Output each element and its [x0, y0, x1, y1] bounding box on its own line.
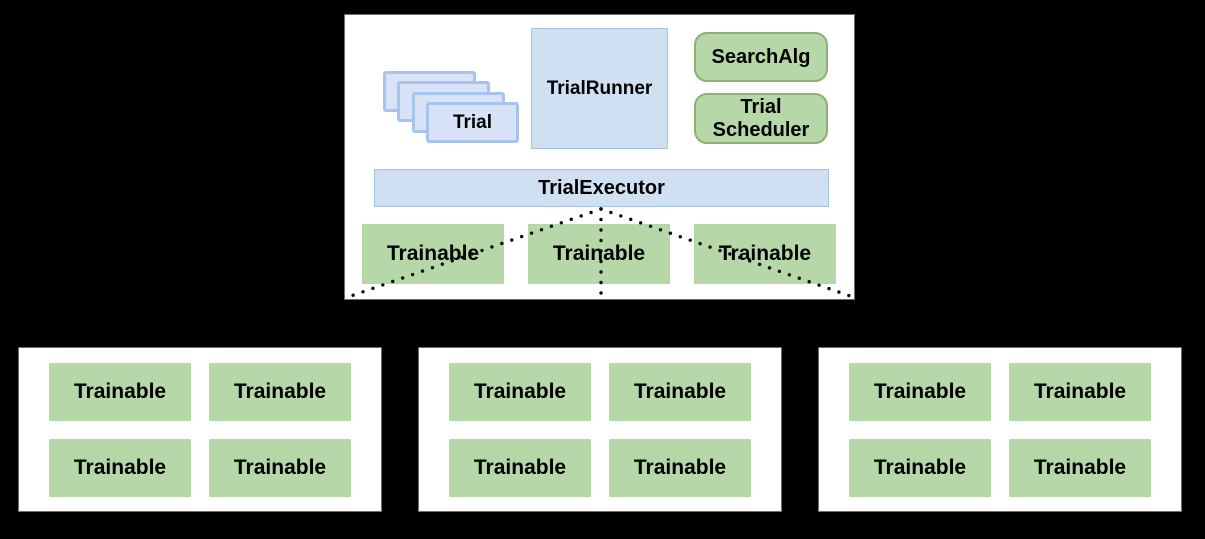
trainable-box: Trainable — [209, 363, 351, 421]
trainable-label: Trainable — [473, 380, 567, 403]
trial-scheduler-label: Trial Scheduler — [712, 95, 810, 141]
trainable-box: Trainable — [1009, 439, 1151, 497]
trainable-label: Trainable — [386, 242, 480, 265]
trainable-label: Trainable — [633, 456, 727, 479]
trial-scheduler-box: Trial Scheduler — [694, 93, 828, 144]
trainable-box: Trainable — [694, 224, 836, 284]
trainable-label: Trainable — [473, 456, 567, 479]
trial-runner-label: TrialRunner — [546, 77, 653, 99]
trainable-label: Trainable — [73, 456, 167, 479]
trial-runner-box: TrialRunner — [531, 28, 668, 149]
trainable-label: Trainable — [633, 380, 727, 403]
trainable-label: Trainable — [873, 456, 967, 479]
trainable-box: Trainable — [849, 439, 991, 497]
trainable-box: Trainable — [449, 363, 591, 421]
worker-panel: Trainable Trainable Trainable Trainable — [818, 347, 1182, 512]
trainable-label: Trainable — [552, 242, 646, 265]
trial-card-label: Trial — [452, 111, 493, 133]
trainable-box: Trainable — [49, 363, 191, 421]
trainable-label: Trainable — [233, 456, 327, 479]
trainable-label: Trainable — [718, 242, 812, 265]
trainable-box: Trainable — [449, 439, 591, 497]
trainable-label: Trainable — [873, 380, 967, 403]
trial-executor-label: TrialExecutor — [538, 176, 665, 199]
trial-card-front: Trial — [426, 102, 519, 143]
trial-stack: Trial — [345, 15, 545, 175]
trainable-box: Trainable — [849, 363, 991, 421]
trial-executor-box: TrialExecutor — [374, 169, 829, 207]
trainable-label: Trainable — [233, 380, 327, 403]
trainable-box: Trainable — [49, 439, 191, 497]
worker-panel: Trainable Trainable Trainable Trainable — [18, 347, 382, 512]
trainable-box: Trainable — [609, 363, 751, 421]
trainable-label: Trainable — [1033, 456, 1127, 479]
search-alg-box: SearchAlg — [694, 32, 828, 82]
trainable-box: Trainable — [528, 224, 670, 284]
trainable-box: Trainable — [362, 224, 504, 284]
trainable-label: Trainable — [1033, 380, 1127, 403]
trainable-box: Trainable — [209, 439, 351, 497]
search-alg-label: SearchAlg — [711, 45, 811, 68]
worker-panel: Trainable Trainable Trainable Trainable — [418, 347, 782, 512]
trainable-label: Trainable — [73, 380, 167, 403]
trainable-box: Trainable — [1009, 363, 1151, 421]
trainable-box: Trainable — [609, 439, 751, 497]
driver-panel: Trial TrialRunner SearchAlg Trial Schedu… — [344, 14, 855, 301]
